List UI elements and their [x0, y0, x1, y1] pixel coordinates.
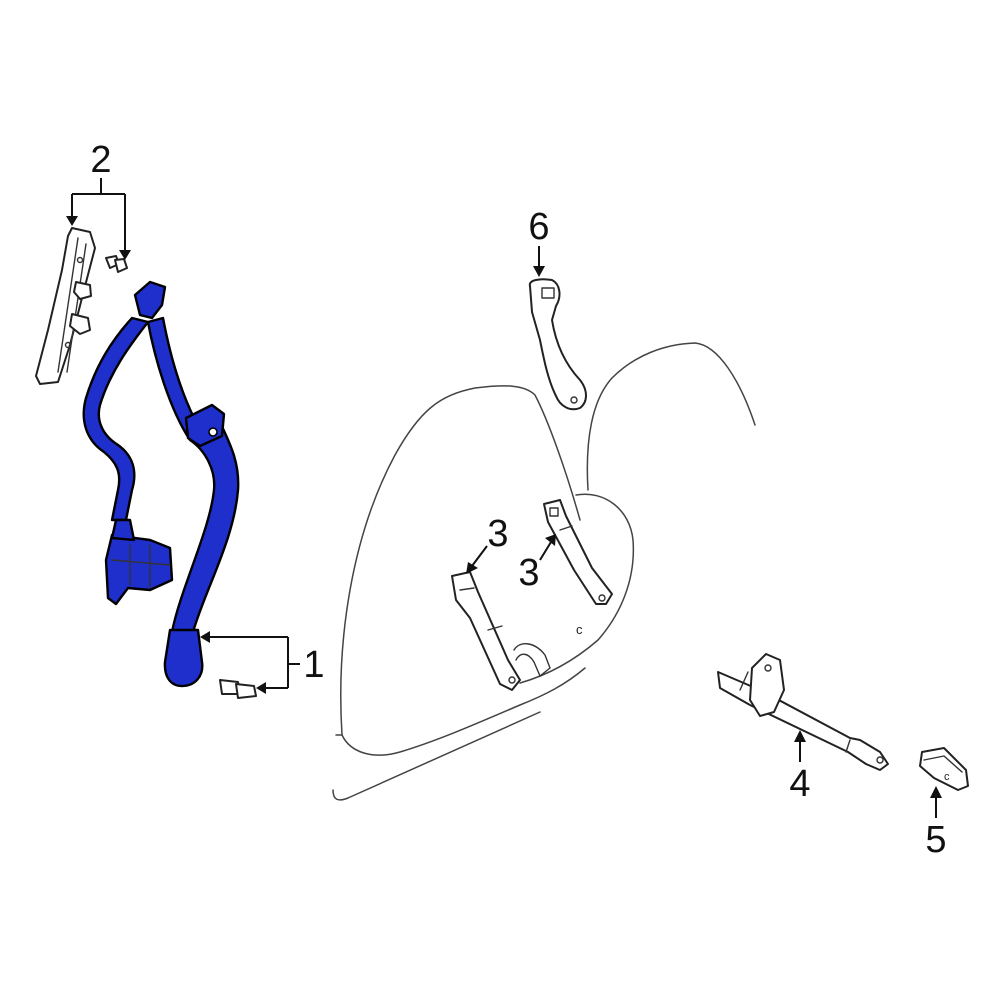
anchor-bolt-part — [219, 679, 257, 699]
leader-3a — [466, 545, 488, 574]
height-adjuster-part — [35, 227, 96, 385]
seat-mark-label: c — [576, 622, 583, 637]
callout-4: 4 — [789, 763, 810, 805]
buckle-bracket-part — [717, 653, 889, 771]
buckle-left-part — [451, 571, 551, 691]
cover-mark-label: c — [944, 771, 950, 783]
adjuster-bolt-part — [105, 255, 128, 273]
callout-6: 6 — [528, 206, 549, 248]
leader-5 — [930, 786, 942, 818]
callout-2: 2 — [90, 139, 111, 181]
callout-5: 5 — [925, 819, 946, 861]
small-cover-part — [919, 747, 969, 791]
seat-outline — [332, 342, 756, 801]
leader-6 — [533, 246, 545, 277]
callout-3a: 3 — [487, 513, 508, 555]
buckle-right-part — [543, 499, 613, 605]
callout-3b: 3 — [518, 552, 539, 594]
leader-2 — [66, 178, 131, 260]
leader-4 — [794, 730, 806, 762]
seat-belt-assembly — [82, 280, 240, 688]
callout-1: 1 — [303, 644, 324, 686]
upper-cover-part — [528, 278, 587, 411]
leader-3b — [539, 534, 556, 561]
leader-1 — [200, 631, 300, 694]
